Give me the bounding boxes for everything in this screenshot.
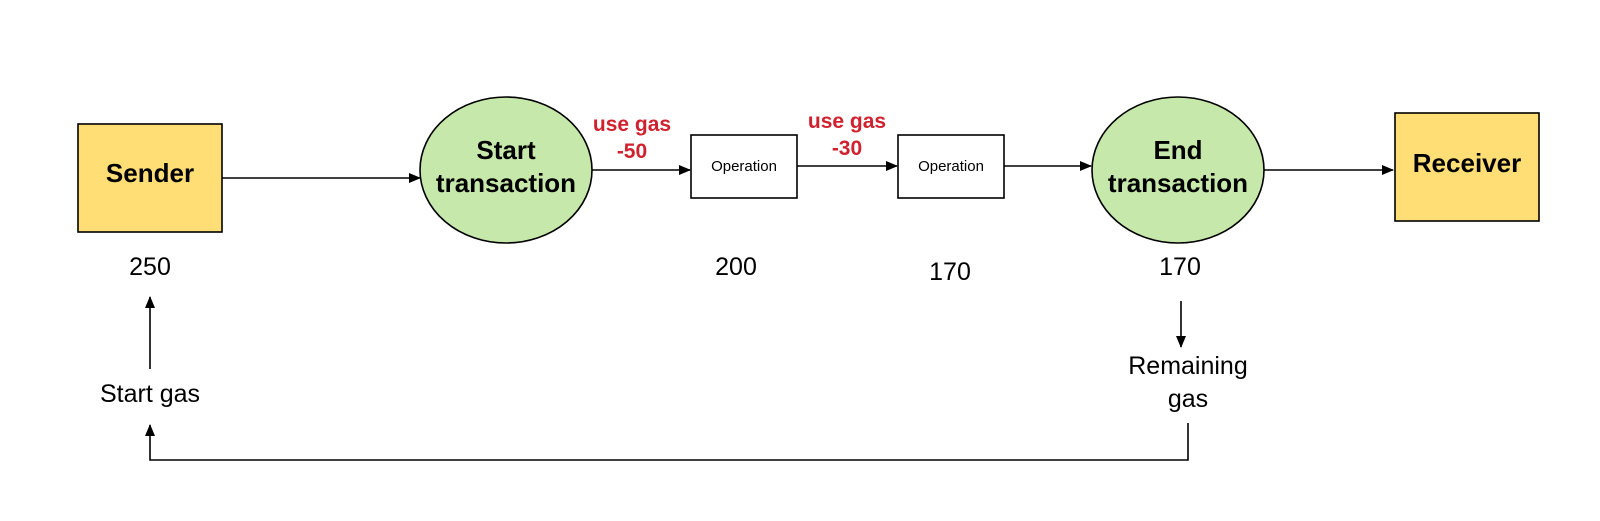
end-transaction-gas-value: 170 [1159, 253, 1201, 281]
remaining-gas-label-line1: Remaining [1128, 352, 1248, 380]
operation-2-gas-value: 170 [929, 258, 971, 286]
gas-usage-2-line1: use gas [808, 110, 886, 133]
start-transaction-node: Start transaction [419, 96, 593, 244]
sender-gas-value: 250 [129, 253, 171, 281]
start-transaction-ellipse [419, 96, 593, 244]
receiver-label: Receiver [1413, 148, 1521, 178]
sender-node: Sender [77, 123, 223, 233]
remaining-gas-label-line2: gas [1168, 385, 1208, 413]
end-transaction-label-line1: End [1153, 135, 1202, 165]
receiver-node: Receiver [1394, 112, 1540, 222]
end-transaction-ellipse [1091, 96, 1265, 244]
edge-remaining-to-start-gas [145, 423, 1189, 461]
gas-usage-1-line1: use gas [593, 113, 671, 136]
end-transaction-node: End transaction [1091, 96, 1265, 244]
operation-2-node: Operation [897, 134, 1005, 199]
operation-2-label: Operation [918, 158, 984, 175]
end-transaction-label-line2: transaction [1108, 168, 1248, 198]
operation-1-gas-value: 200 [715, 253, 757, 281]
sender-box [77, 123, 223, 233]
operation-1-box [690, 134, 798, 199]
start-transaction-label-line1: Start [476, 135, 536, 165]
gas-usage-1-line2: -50 [617, 140, 647, 163]
operation-1-label: Operation [711, 158, 777, 175]
operation-1-node: Operation [690, 134, 798, 199]
operation-2-box [897, 134, 1005, 199]
receiver-box [1394, 112, 1540, 222]
gas-usage-2-line2: -30 [832, 137, 862, 160]
start-transaction-label-line2: transaction [436, 168, 576, 198]
start-gas-label: Start gas [100, 380, 200, 408]
sender-label: Sender [106, 158, 194, 188]
